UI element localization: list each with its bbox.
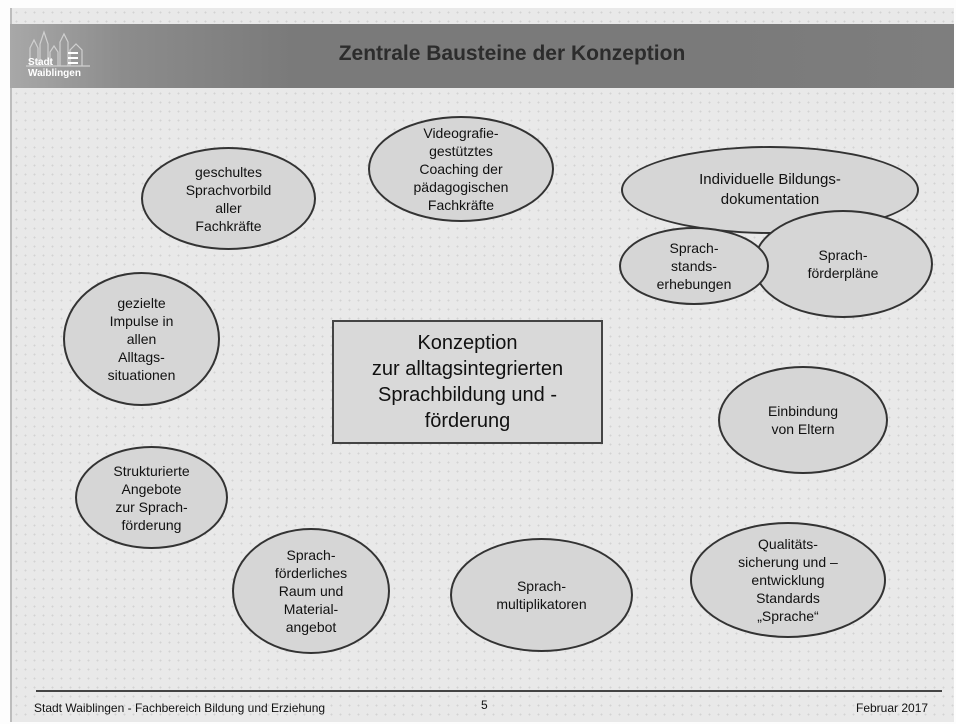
- ellipse-strukturierte-angebote: Strukturierte Angebote zur Sprach- förde…: [75, 446, 228, 549]
- logo-text-waiblingen: Waiblingen: [28, 68, 81, 79]
- central-concept-box: Konzeption zur alltagsintegrierten Sprac…: [332, 320, 603, 444]
- ellipse-videografie: Videografie- gestütztes Coaching der päd…: [368, 116, 554, 222]
- ellipse-impulse: gezielte Impulse in allen Alltags- situa…: [63, 272, 220, 406]
- ellipse-eltern: Einbindung von Eltern: [718, 366, 888, 474]
- city-logo: Stadt Waiblingen: [24, 28, 94, 88]
- logo-text-stadt: Stadt: [28, 57, 53, 68]
- ellipse-sprachvorbild: geschultes Sprachvorbild aller Fachkräft…: [141, 147, 316, 250]
- ellipse-foerderplaene: Sprach- förderpläne: [753, 210, 933, 318]
- footer-date: Februar 2017: [856, 701, 929, 715]
- city-skyline-icon: [26, 30, 90, 67]
- ellipse-multiplikatoren: Sprach- multiplikatoren: [450, 538, 633, 652]
- ellipse-sprachstandserhebungen: Sprach- stands- erhebungen: [619, 227, 769, 305]
- footer-page-number: 5: [481, 698, 488, 712]
- ellipse-raum-material: Sprach- förderliches Raum und Material- …: [232, 528, 390, 654]
- slide-title: Zentrale Bausteine der Konzeption: [338, 42, 686, 65]
- ellipse-qualitaetssicherung: Qualitäts- sicherung und – entwicklung S…: [690, 522, 886, 638]
- footer-divider: [36, 690, 942, 692]
- header-bar: Stadt Waiblingen Zentrale Bausteine der …: [10, 24, 954, 88]
- footer-organization: Stadt Waiblingen - Fachbereich Bildung u…: [34, 701, 326, 715]
